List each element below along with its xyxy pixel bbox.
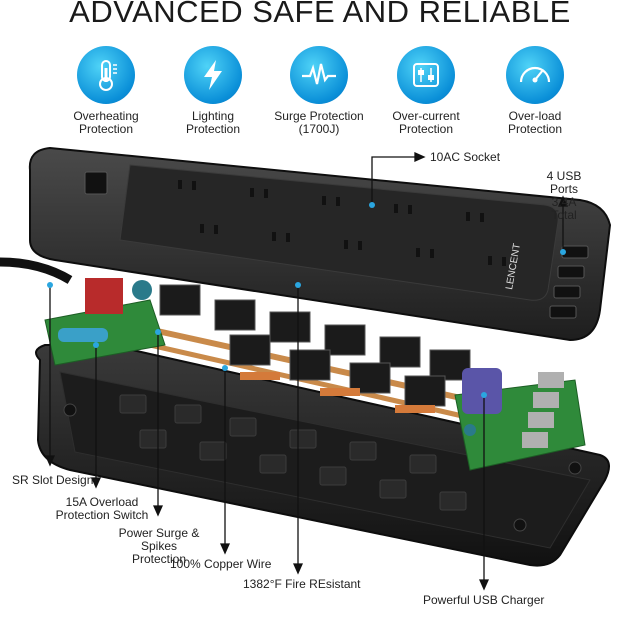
- callout-line: Power Surge &: [118, 526, 200, 540]
- lightning-icon: [184, 46, 242, 104]
- left-pcb: [44, 278, 166, 366]
- callout-sr-slot: SR Slot Design: [12, 473, 94, 487]
- callout-line: Protection Switch: [55, 508, 149, 522]
- callout-line: 4 USB Ports: [546, 169, 582, 196]
- feature-label: (1700J): [298, 122, 340, 136]
- feature-label: Surge Protection: [274, 109, 364, 123]
- feature-label: Lighting: [191, 109, 235, 123]
- gauge-icon: [506, 46, 564, 104]
- callout-copper: 100% Copper Wire: [170, 557, 272, 571]
- feature-surge: Surge Protection(1700J): [264, 46, 374, 136]
- thermometer-icon: [77, 46, 135, 104]
- feature-label: Protection: [507, 122, 563, 136]
- callout-usb-charger: Powerful USB Charger: [423, 593, 545, 607]
- page-title: ADVANCED SAFE AND RELIABLE: [69, 0, 571, 29]
- power-switch: [84, 171, 108, 195]
- callout-fire: 1382°F Fire REsistant: [243, 577, 361, 591]
- feature-label: Over-load: [508, 109, 562, 123]
- feature-label: Protection: [398, 122, 454, 136]
- power-cord: [0, 257, 73, 284]
- callout-overload-switch: 15A Overload Protection Switch: [52, 496, 152, 522]
- top-cover: LENCENT: [28, 146, 612, 342]
- feature-label: Overheating: [73, 109, 139, 123]
- copper-wire-layer: [129, 284, 481, 423]
- switch-icon: [397, 46, 455, 104]
- callout-line: 3.4A Total: [551, 195, 577, 222]
- callout-surge: Power Surge & Spikes Protection: [114, 527, 204, 566]
- right-pcb: [454, 368, 586, 471]
- callout-line: Spikes Protection: [131, 539, 187, 566]
- callout-ac-socket: 10AC Socket: [430, 150, 501, 164]
- feature-label: Over-current: [392, 109, 460, 123]
- callout-lines: [44, 151, 569, 591]
- feature-label: Protection: [78, 122, 134, 136]
- callout-line: 15A Overload: [65, 495, 139, 509]
- callout-usb-ports: 4 USB Ports 3.4A Total: [538, 170, 590, 222]
- feature-label: Protection: [185, 122, 241, 136]
- bottom-housing: [35, 344, 610, 567]
- pulse-icon: [290, 46, 348, 104]
